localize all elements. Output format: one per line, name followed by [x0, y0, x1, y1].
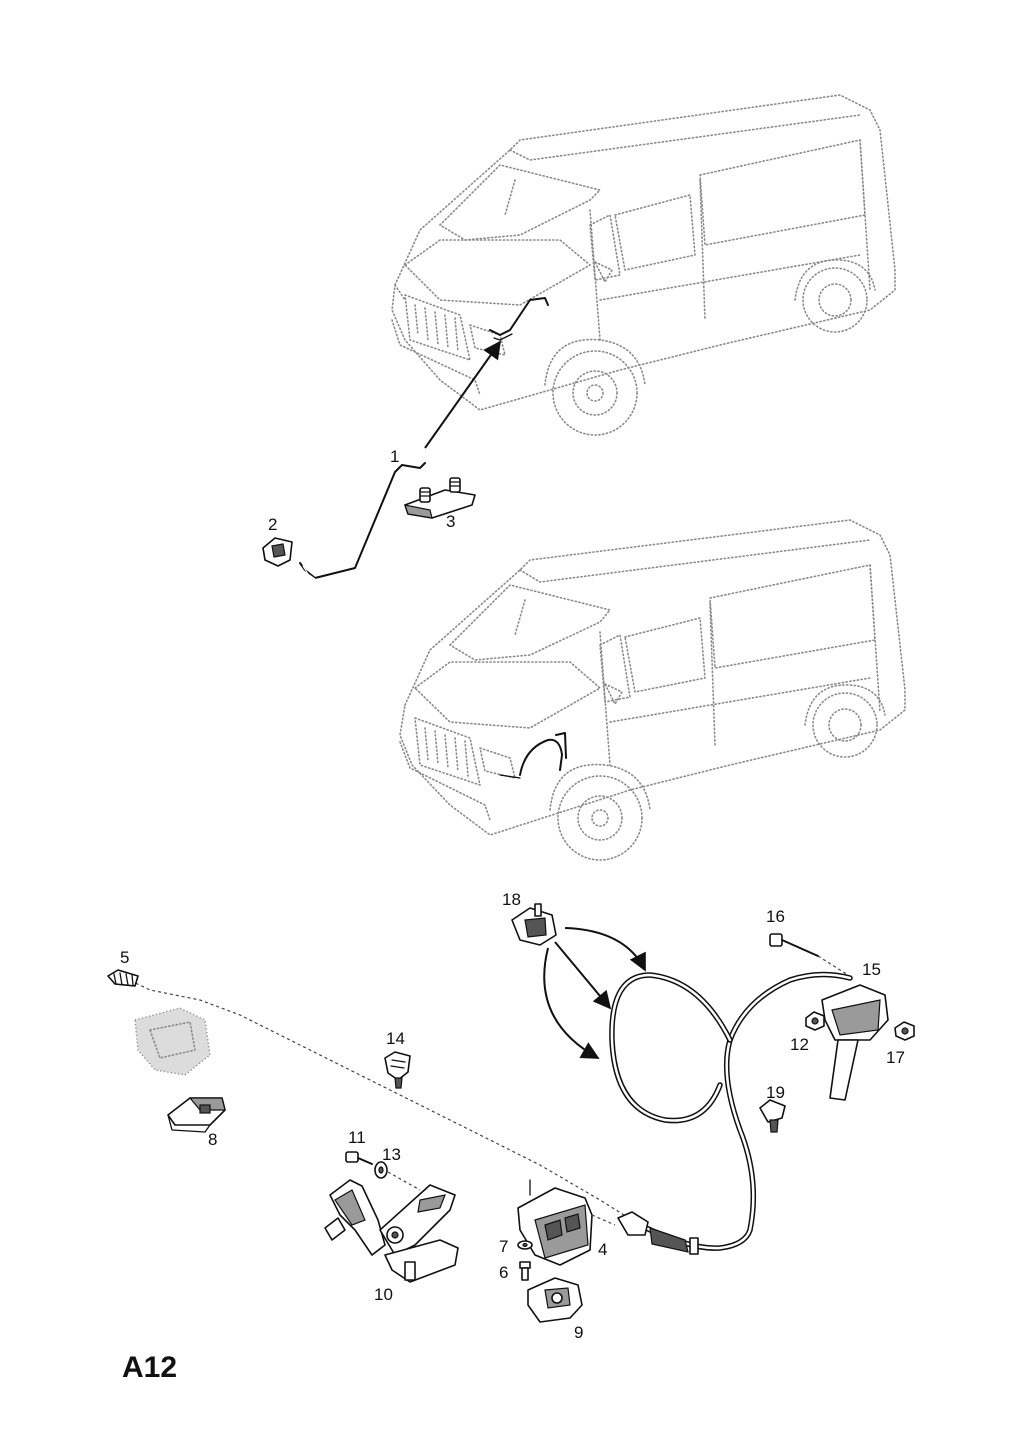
part-5-spring-clip [107, 969, 139, 987]
part-8-bracket [167, 1097, 226, 1133]
callout-12: 12 [790, 1035, 809, 1054]
part-9-bracket [527, 1277, 583, 1323]
part-4-latch [517, 1179, 616, 1266]
callout-16: 16 [766, 907, 785, 926]
callout-13: 13 [382, 1145, 401, 1164]
callout-6: 6 [499, 1263, 508, 1282]
callout-19: 19 [766, 1083, 785, 1102]
callout-10: 10 [374, 1285, 393, 1304]
callout-8: 8 [208, 1130, 217, 1149]
callout-1: 1 [390, 447, 399, 466]
callout-2: 2 [268, 515, 277, 534]
arrow-18-to-loop-left [543, 947, 600, 1059]
part-12-nut [805, 1011, 825, 1031]
location-arrow-upper [424, 340, 502, 449]
callout-4: 4 [598, 1240, 607, 1259]
part-14-push-clip [384, 1051, 411, 1089]
part-1-release-rod [299, 462, 426, 582]
callout-9: 9 [574, 1323, 583, 1342]
part-18-clip [511, 903, 557, 946]
callout-14: 14 [386, 1029, 405, 1048]
callout-15: 15 [862, 960, 881, 979]
part-17-nut [894, 1021, 915, 1041]
part-19-push-clip [759, 1099, 786, 1133]
part-15-release-handle [821, 984, 889, 1101]
page-code: A12 [122, 1351, 177, 1384]
part-3-bracket [404, 477, 476, 519]
callout-11: 11 [348, 1128, 366, 1147]
part-6-bolt [519, 1261, 531, 1281]
cable-loop [609, 971, 853, 1255]
ghost-mount-outline [134, 1007, 211, 1076]
part-16-bolt [769, 933, 849, 976]
callout-7: 7 [499, 1237, 508, 1256]
part-13-washer [374, 1161, 421, 1191]
van-illustration-upper [391, 94, 896, 436]
callout-3: 3 [446, 512, 455, 531]
part-11-bolt [345, 1151, 373, 1165]
callout-5: 5 [120, 948, 129, 967]
part-2-clip [262, 537, 293, 567]
part-7-washer [517, 1240, 533, 1250]
arrow-18-to-loop-mid [554, 941, 612, 1010]
part-10-release-lever [324, 1179, 459, 1283]
van-illustration-middle [399, 519, 906, 861]
callout-17: 17 [886, 1048, 905, 1067]
arrow-18-to-loop-top [564, 927, 646, 972]
callout-18: 18 [502, 890, 521, 909]
